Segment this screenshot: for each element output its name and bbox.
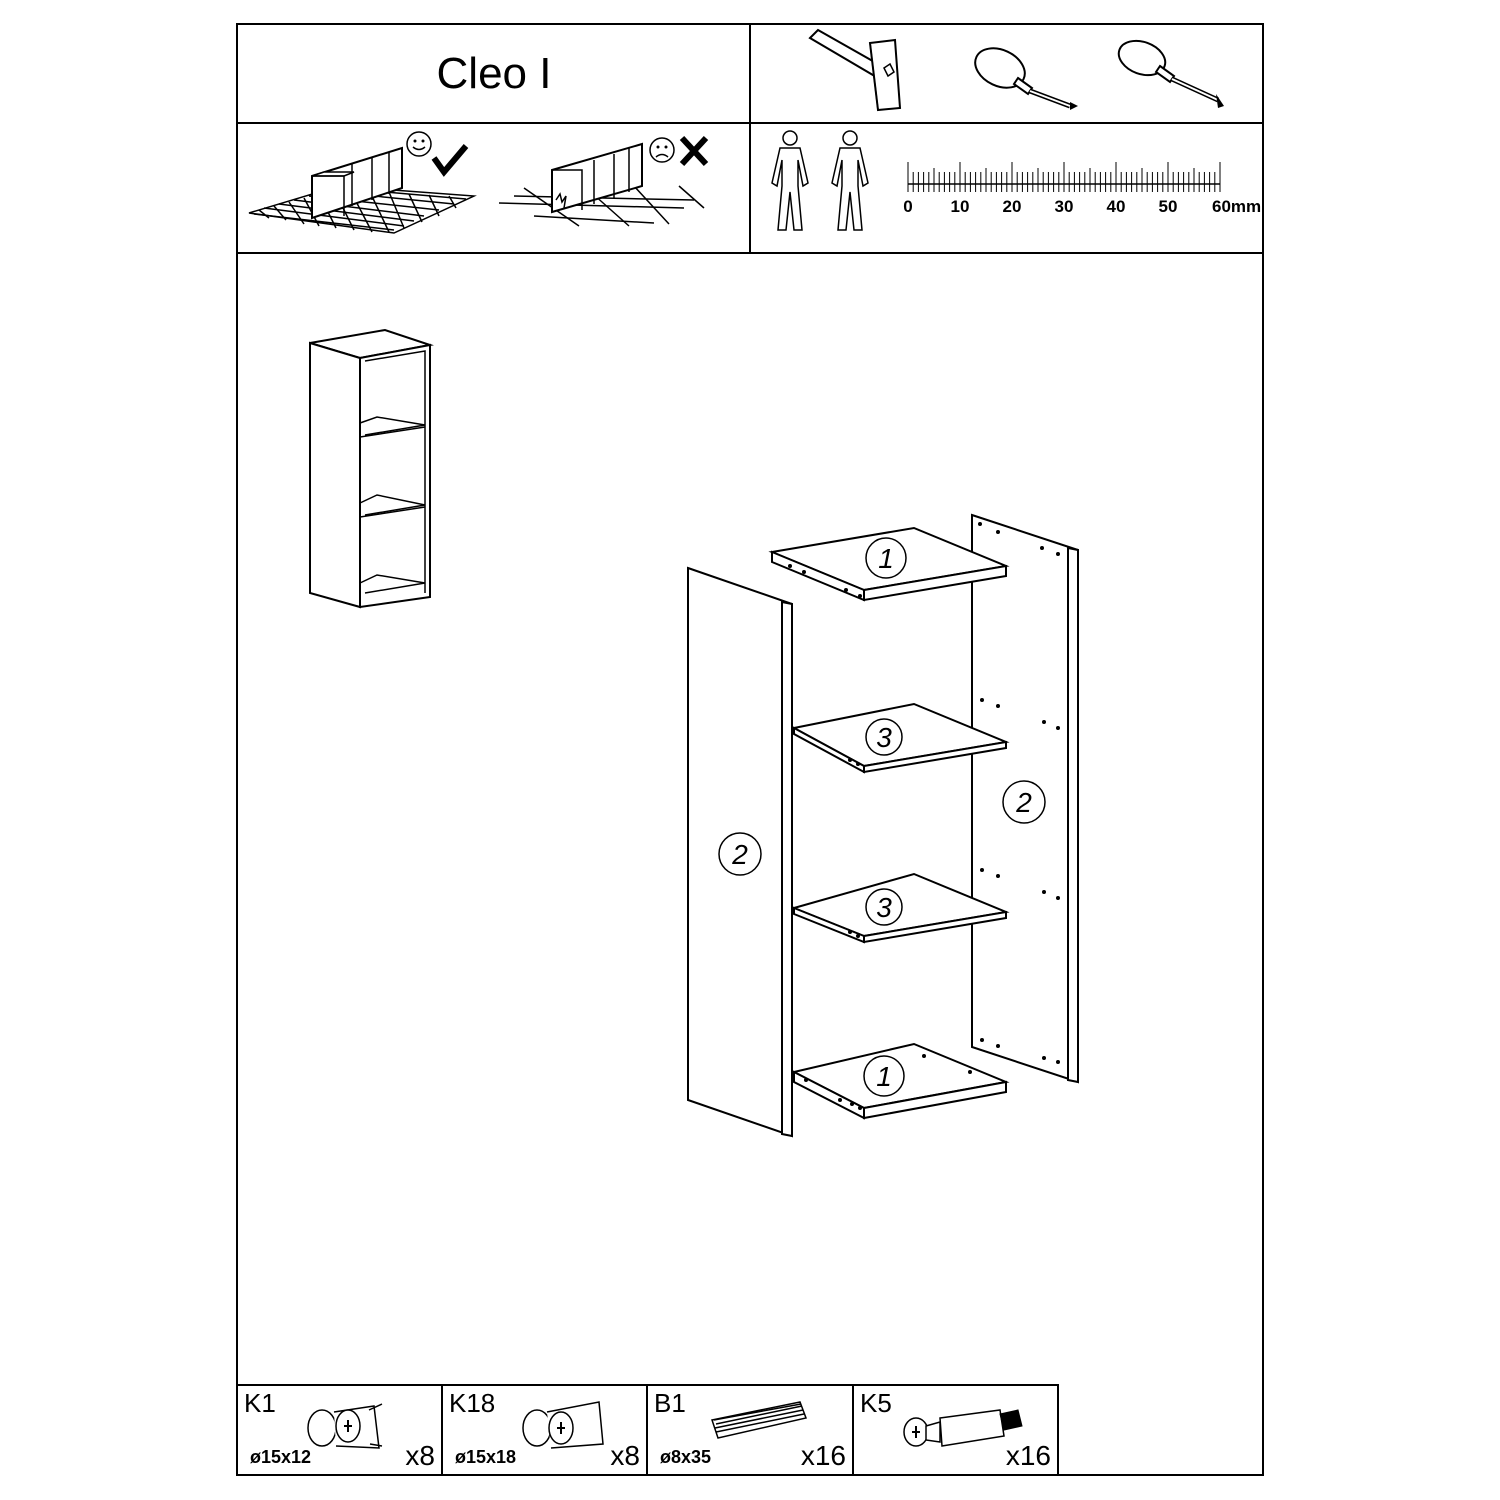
hardware-cell-k18: K18 ø15x18 x8 [441, 1384, 648, 1476]
hardware-quantity: x16 [800, 1440, 846, 1471]
hardware-size: ø8x35 [660, 1447, 712, 1467]
cam-lock-icon [307, 1403, 383, 1449]
measurement-ruler: 0 10 20 30 40 50 60mm [903, 162, 1261, 216]
hardware-cell-k5: K5 x16 [852, 1384, 1059, 1476]
ruler-label: 40 [1107, 197, 1126, 216]
part-label-middle-shelf-upper: 3 [876, 722, 892, 753]
soft-surface-good-icon [248, 131, 477, 234]
cam-bolt-icon [903, 1409, 1023, 1447]
phillips-screwdriver-icon [974, 47, 1078, 110]
hardware-cell-b1: B1 ø8x35 x16 [646, 1384, 854, 1476]
ruler-label: 10 [951, 197, 970, 216]
ruler-label: 30 [1055, 197, 1074, 216]
part-label-middle-shelf-lower: 3 [876, 892, 892, 923]
part-label-bottom-shelf: 1 [876, 1061, 892, 1092]
header-vertical-divider [749, 23, 751, 254]
hardware-size: ø15x18 [455, 1447, 517, 1467]
hard-surface-bad-icon [498, 135, 709, 227]
exploded-assembly-diagram: 1 3 2 2 3 1 [687, 513, 1079, 1138]
assembled-shelf-preview [309, 328, 434, 609]
ruler-label: 60mm [1212, 197, 1261, 216]
page-title: Cleo I [436, 49, 552, 98]
ruler-label: 50 [1159, 197, 1178, 216]
hardware-quantity: x8 [405, 1440, 435, 1471]
hardware-quantity: x8 [610, 1440, 640, 1471]
hardware-quantity: x16 [1005, 1440, 1051, 1471]
part-label-left-side: 2 [731, 839, 748, 870]
hardware-cell-k1: K1 ø15x12 x8 [236, 1384, 443, 1476]
hammer-icon [808, 28, 902, 112]
hardware-code: K18 [449, 1388, 496, 1418]
hardware-size: ø15x12 [250, 1447, 312, 1467]
wooden-dowel-icon [711, 1401, 808, 1439]
two-people-icon [771, 130, 869, 231]
hardware-code: B1 [654, 1388, 686, 1418]
part-label-top-shelf: 1 [878, 543, 894, 574]
cam-lock-long-icon [522, 1401, 604, 1449]
part-label-right-side: 2 [1015, 787, 1032, 818]
hardware-code: K5 [860, 1388, 892, 1418]
flathead-screwdriver-icon [1117, 39, 1224, 108]
hardware-code: K1 [244, 1388, 276, 1418]
ruler-label: 20 [1003, 197, 1022, 216]
ruler-label: 0 [903, 197, 912, 216]
